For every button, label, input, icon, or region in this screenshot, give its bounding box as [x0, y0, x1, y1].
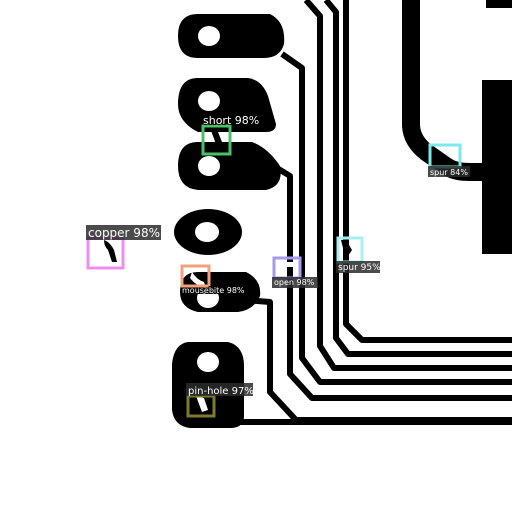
pin-hole-defect: [196, 396, 208, 412]
detection-open: open 98%: [272, 256, 318, 288]
detection-label: short 98%: [203, 114, 259, 127]
detection-short: short 98%: [201, 113, 260, 156]
trace: [303, 0, 512, 371]
drill-hole: [195, 222, 219, 242]
label-background: [272, 277, 318, 288]
label-background: [186, 383, 253, 396]
label-background: [428, 166, 470, 177]
pcb-copper-pattern: [104, 0, 512, 428]
detection-spur-2: spur 95%: [336, 236, 381, 273]
detection-label: spur 84%: [430, 168, 468, 177]
copper-pour: [486, 0, 512, 8]
open-defect: [283, 262, 293, 267]
spur-defect: [436, 150, 455, 168]
drill-hole: [197, 352, 219, 372]
detection-label: copper 98%: [88, 226, 160, 240]
trace: [343, 0, 512, 343]
trace: [262, 157, 512, 401]
detection-mousebite: mousebite 98%: [180, 264, 246, 296]
detection-spur: spur 84%: [428, 143, 470, 177]
detection-label: open 98%: [274, 278, 315, 287]
bounding-box: [201, 124, 232, 156]
trace: [323, 0, 512, 357]
detection-label: pin-hole 97%: [188, 386, 254, 397]
drill-hole: [198, 26, 220, 46]
pad: [178, 14, 285, 58]
label-background: [86, 225, 161, 240]
copper-defect: [104, 240, 117, 262]
short-defect: [210, 127, 222, 144]
drill-hole: [198, 91, 220, 111]
detection-pin-hole: pin-hole 97%: [186, 383, 254, 418]
detection-overlays: short 98% spur 84% copper 98% mousebite …: [86, 113, 470, 418]
detection-label: spur 95%: [338, 263, 381, 273]
copper-pour: [482, 80, 512, 254]
detection-label: mousebite 98%: [182, 286, 245, 295]
detection-copper: copper 98%: [86, 225, 161, 270]
drill-hole: [197, 288, 219, 308]
trace: [280, 51, 512, 385]
label-background: [336, 261, 380, 273]
drill-hole: [198, 156, 220, 176]
bounding-box: [180, 264, 211, 288]
pad: [178, 78, 276, 132]
mousebite-defect: [190, 272, 206, 288]
spur-defect: [341, 240, 352, 256]
